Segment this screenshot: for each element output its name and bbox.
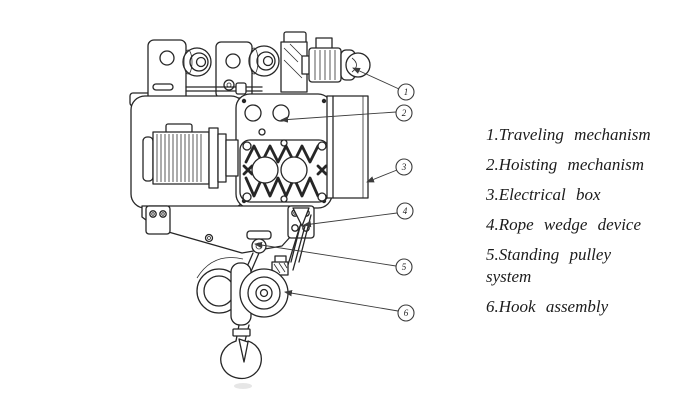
legend-item-traveling-mechanism: 1.Traveling mechanism [486,125,651,144]
hook-assembly [196,255,289,389]
callout-6-number: 6 [404,308,409,318]
callout-2: 2 [395,104,413,122]
callout-3-number: 3 [401,162,407,172]
callout-1: 1 [397,83,415,101]
callout-3: 3 [395,158,413,176]
hoisting-mechanism [130,93,333,209]
suspension-bracket [141,205,315,263]
legend-item-rope-wedge-device: 4.Rope wedge device [486,215,642,234]
legend-item-standing-pulley-system: 5.Standing pulley system [486,245,611,286]
legend-item-hook-assembly: 6.Hook assembly [486,297,609,316]
hoist-diagram: 1 2 3 4 5 6 [129,31,415,389]
electrical-box [326,95,369,199]
legend-item-electrical-box: 3.Electrical box [486,185,601,204]
rope-wedge-device [292,207,310,227]
legend: 1.Traveling mechanism 2.Hoisting mechani… [486,124,694,326]
callout-5-number: 5 [402,262,407,272]
callout-5: 5 [395,258,413,276]
callout-2-number: 2 [402,108,407,118]
leader-lines [254,67,400,312]
callout-4: 4 [396,202,414,220]
callout-1-number: 1 [404,87,409,97]
callout-4-number: 4 [403,206,408,216]
legend-item-hoisting-mechanism: 2.Hoisting mechanism [486,155,645,174]
callout-6: 6 [397,304,415,322]
